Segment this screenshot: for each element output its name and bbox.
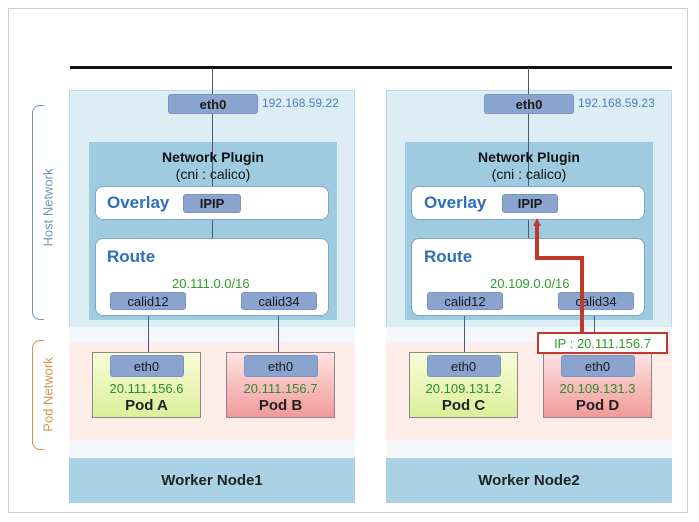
plugin-title-2: Network Plugin (cni : calico): [405, 149, 653, 183]
calid34-chip-1: calid34: [241, 292, 317, 310]
eth0-chip-2: eth0: [484, 94, 574, 114]
pod-d-ip: 20.109.131.3: [559, 381, 636, 396]
node-footer-1: Worker Node1: [69, 458, 355, 503]
wire-eth0-ipip-2: [528, 68, 529, 194]
ipip-chip-2: IPIP: [502, 194, 558, 213]
eth0-chip-1: eth0: [168, 94, 258, 114]
pod-c: eth0 20.109.131.2 Pod C: [409, 352, 518, 418]
pod-c-eth0: eth0: [426, 355, 501, 377]
network-bus: [70, 66, 672, 69]
pod-d-name: Pod D: [575, 397, 620, 414]
wire-calid12-poda: [148, 310, 149, 354]
route-label-1: Route: [107, 247, 156, 266]
wire-eth0-ipip-1: [212, 68, 213, 194]
plugin-cni-1: (cni : calico): [175, 166, 251, 182]
route-subnet-2: 20.109.0.0/16: [488, 276, 572, 291]
host-ip-1: 192.168.59.22: [262, 96, 339, 110]
overlay-label-2: Overlay: [424, 193, 487, 212]
separator-band-1b: [69, 440, 355, 458]
separator-band-2b: [386, 440, 672, 458]
calid12-chip-2: calid12: [427, 292, 503, 310]
pod-b-name: Pod B: [258, 397, 303, 414]
pod-c-name: Pod C: [441, 397, 486, 414]
pod-b-ip: 20.111.156.7: [243, 381, 318, 396]
pod-network-bracket: [32, 340, 44, 450]
pod-a-ip: 20.111.156.6: [109, 381, 184, 396]
plugin-title-1: Network Plugin (cni : calico): [89, 149, 337, 183]
pod-a-eth0: eth0: [109, 355, 184, 377]
plugin-cni-2: (cni : calico): [491, 166, 567, 182]
wire-calid12-podc: [464, 310, 465, 354]
pod-d-eth0: eth0: [560, 355, 635, 377]
pod-a-name: Pod A: [125, 397, 168, 414]
overlay-label-1: Overlay: [107, 193, 170, 212]
route-label-2: Route: [424, 247, 473, 266]
pod-b-eth0: eth0: [243, 355, 318, 377]
diagram-frame: [8, 8, 688, 513]
pod-ip-callout: IP : 20.111.156.7: [537, 332, 668, 354]
pod-a: eth0 20.111.156.6 Pod A: [92, 352, 201, 418]
node-footer-2: Worker Node2: [386, 458, 672, 503]
host-network-bracket: [32, 105, 44, 320]
pod-b: eth0 20.111.156.7 Pod B: [226, 352, 335, 418]
pod-c-ip: 20.109.131.2: [425, 381, 502, 396]
host-ip-2: 192.168.59.23: [578, 96, 655, 110]
route-arrow-path: [533, 218, 584, 335]
separator-band-1: [69, 327, 355, 343]
plugin-name-2: Network Plugin: [478, 149, 580, 165]
ipip-chip-1: IPIP: [183, 194, 241, 213]
plugin-name-1: Network Plugin: [162, 149, 264, 165]
calid34-chip-2: calid34: [558, 292, 634, 310]
route-subnet-1: 20.111.0.0/16: [170, 276, 252, 291]
wire-calid34-podb: [278, 310, 279, 354]
calid12-chip-1: calid12: [110, 292, 186, 310]
